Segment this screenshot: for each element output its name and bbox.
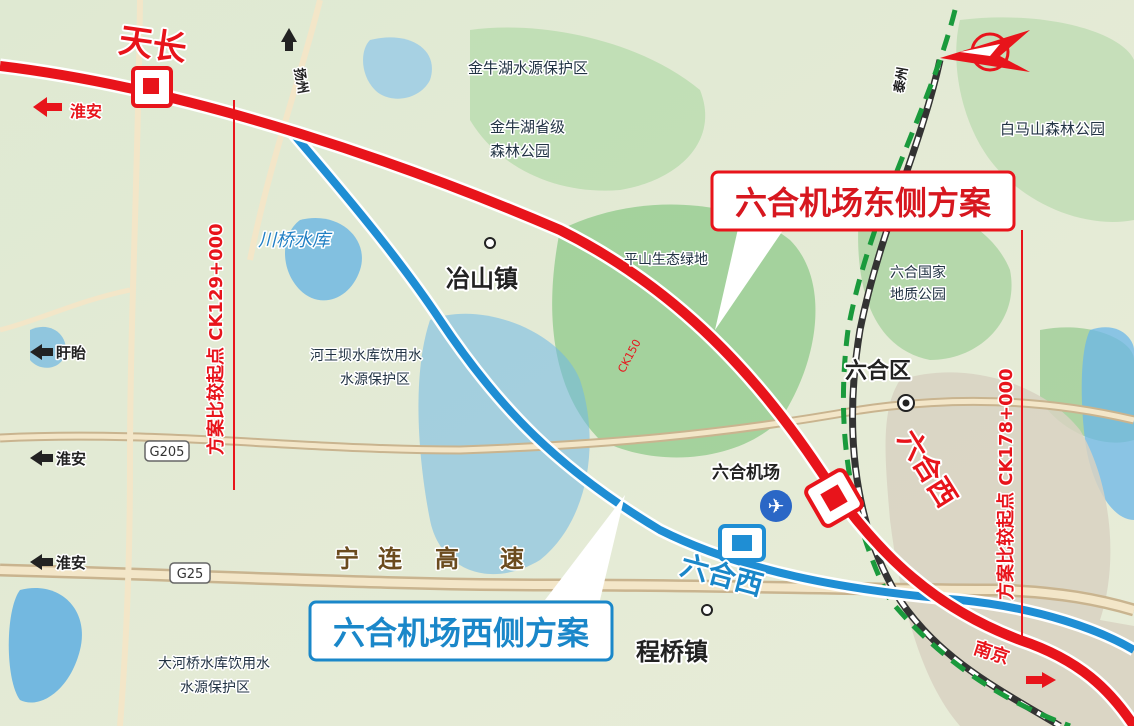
north-south-road-west: [117, 0, 143, 726]
arrow-huaian-bottom-icon: [30, 554, 42, 570]
north-arrow-icon: [940, 30, 1030, 72]
jinniuhu-forest-label-1: 金牛湖省级: [490, 118, 565, 136]
arrow-huaian-mid-icon: [30, 450, 42, 466]
arrow-xuyi-icon: [30, 344, 42, 360]
east-plan-callout-text: 六合机场东侧方案: [735, 184, 992, 222]
yeshan-town-label: 冶山镇: [446, 265, 518, 293]
arrow-huaian-top-shaft: [46, 103, 62, 111]
arrow-huaian-bottom-shaft: [41, 558, 53, 566]
g205-label: G205: [150, 445, 185, 460]
jinniuhu-lake: [363, 37, 432, 99]
yeshan-town-marker: [484, 237, 496, 249]
baimashan-label: 白马山森林公园: [1000, 120, 1105, 138]
existing-railway-dash: [850, 59, 1062, 726]
luhe-district-label: 六合区: [845, 358, 911, 384]
arrow-huaian-top-icon: [33, 97, 47, 117]
arrow-nanjing-shaft: [1026, 676, 1043, 684]
geopark-label-1: 六合国家: [890, 264, 946, 281]
arrow-nanjing-icon: [1042, 672, 1056, 688]
luhe-airport-label: 六合机场: [712, 462, 780, 483]
arrow-yangzhou-icon: [281, 28, 297, 42]
luhe-west-west-station-mark: [732, 535, 752, 551]
g25-label: G25: [177, 567, 204, 582]
west-plan-callout: [308, 600, 614, 662]
chuanqiao-reservoir: [285, 218, 362, 301]
jinniuhu-water-label: 金牛湖水源保护区: [468, 59, 588, 77]
east-plan-callout-pointer: [715, 220, 790, 330]
yangzhou-label: 扬州: [291, 67, 311, 95]
expressway-char-1: 宁: [335, 545, 359, 573]
g205-road-inner: [0, 398, 1134, 453]
hewangba-label-1: 河王坝水库饮用水: [310, 348, 422, 364]
g25-shield: [169, 562, 211, 584]
airport-icon: [760, 490, 792, 522]
luhe-west-east-station-mark: [820, 484, 848, 512]
expressway-char-4: 速: [500, 545, 524, 573]
pingshan-label: 平山生态绿地: [624, 252, 708, 268]
huaian-mid-label: 淮安: [56, 450, 86, 468]
luhe-district-marker-dot: [902, 399, 910, 407]
xuyi-road: [0, 287, 131, 333]
g205-shield: [144, 440, 190, 462]
west-plan-callout-pointer: [545, 495, 625, 600]
airport-glyph: ✈: [768, 494, 785, 518]
mileage-start-west-label: 方案比较起点 CK129+000: [205, 223, 227, 455]
jinniuhu-forest-label-2: 森林公园: [490, 142, 550, 160]
mileage-start-east-label: 方案比较起点 CK178+000: [995, 368, 1017, 600]
luhe-urban-area: [885, 372, 1134, 726]
dahe-label-2: 水源保护区: [180, 680, 250, 696]
geopark-label-2: 地质公园: [890, 287, 946, 303]
tianchang-label: 天长: [116, 21, 189, 70]
jinniuhu-forest-area: [470, 27, 706, 191]
chengqiao-town-marker: [701, 604, 713, 616]
arrow-huaian-mid-shaft: [41, 454, 53, 462]
geopark-green-area: [858, 198, 1012, 360]
planned-railway-green: [840, 9, 1071, 726]
hewangba-label-2: 水源保护区: [340, 372, 410, 388]
tianchang-station-mark: [143, 78, 159, 94]
xuyi-label: 盱眙: [56, 344, 86, 362]
huaian-bottom-label: 淮安: [56, 554, 86, 572]
expressway-char-2: 连: [378, 545, 403, 573]
east-plan-callout: [710, 170, 1016, 232]
west-plan-callout-text: 六合机场西侧方案: [333, 614, 590, 652]
chengqiao-town-label: 程桥镇: [636, 638, 708, 666]
dahe-label-1: 大河桥水库饮用水: [158, 656, 270, 672]
dahe-reservoir: [8, 588, 82, 703]
huaian-top-label: 淮安: [70, 102, 102, 121]
east-plan-route: [0, 61, 1134, 726]
arrow-yangzhou-shaft: [285, 41, 293, 51]
arrow-xuyi-shaft: [41, 348, 53, 356]
expressway-char-3: 高: [435, 545, 459, 573]
west-plan-route: [286, 127, 1134, 654]
taizhou-label: 泰州: [891, 66, 911, 95]
chuanqiao-reservoir-label: 川桥水库: [258, 230, 333, 251]
g25-road-inner: [0, 566, 1134, 614]
